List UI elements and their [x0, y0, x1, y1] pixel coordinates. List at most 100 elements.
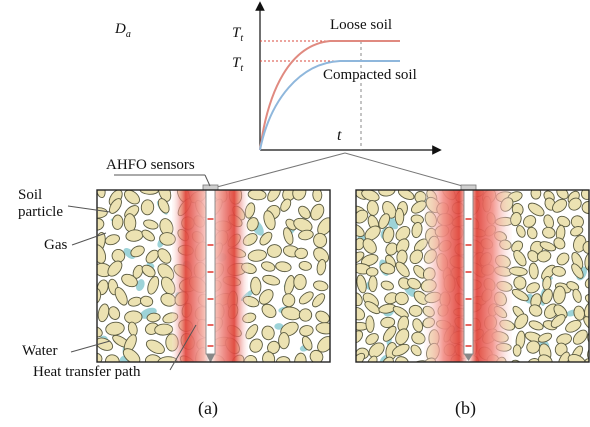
soil-particle	[310, 203, 325, 221]
soil-particle	[263, 210, 276, 231]
soil-particle	[298, 229, 314, 241]
soil-particle	[530, 190, 542, 200]
soil-particle	[366, 200, 379, 216]
soil-particle	[356, 352, 366, 362]
soil-particle	[553, 285, 566, 305]
connector-line-b	[344, 152, 467, 188]
panel-b-frame	[355, 189, 590, 363]
water-label: Water	[22, 343, 58, 359]
tick-label-upper: Tt	[232, 25, 244, 44]
soil-particle	[312, 293, 326, 308]
connector-line-a	[216, 152, 346, 188]
soil-particle	[122, 348, 141, 362]
soil-particle	[570, 215, 584, 229]
soil-particle	[261, 261, 276, 272]
soil-particle	[299, 325, 314, 337]
soil-particle	[293, 273, 307, 291]
soil-particle	[572, 329, 588, 345]
soil-particle	[528, 304, 543, 317]
soil-particle	[380, 316, 396, 328]
soil-particle	[542, 226, 556, 239]
soil-particle	[108, 306, 121, 320]
panel-b-compacted-soil	[355, 184, 590, 363]
soil-particle	[512, 344, 522, 357]
soil-particle	[144, 354, 162, 362]
soil-particle	[298, 205, 311, 220]
soil-particle	[385, 242, 398, 256]
soil-particle	[313, 280, 329, 292]
soil-particle	[313, 232, 328, 248]
panel-a-loose-soil	[96, 184, 331, 363]
leader-water	[70, 340, 111, 353]
soil-particle	[124, 310, 143, 324]
soil-particle	[140, 199, 155, 216]
soil-particle	[249, 338, 263, 353]
soil-particle	[526, 282, 540, 294]
panel-b-sensor-cap	[460, 184, 477, 191]
soil-particle	[261, 303, 277, 319]
soil-particle	[356, 274, 367, 294]
soil-particle	[565, 319, 582, 333]
soil-particle	[141, 229, 155, 242]
leader-heat-path	[169, 324, 197, 371]
soil-particle	[143, 219, 159, 230]
soil-particle	[364, 301, 381, 315]
loose-soil-label: Loose soil	[330, 17, 393, 33]
soil-particle	[395, 328, 410, 345]
soil-particle	[298, 291, 314, 305]
soil-particle	[409, 249, 424, 265]
soil-particle	[114, 287, 128, 306]
soil-particle	[511, 288, 529, 302]
soil-particle	[293, 217, 313, 233]
soil-particle	[536, 250, 552, 263]
soil-particle	[365, 315, 375, 333]
soil-particle	[552, 198, 568, 213]
soil-particle	[541, 264, 556, 281]
soil-particle	[97, 326, 103, 338]
soil-particle	[539, 241, 557, 252]
leader-gas	[71, 232, 107, 246]
response-graph	[255, 1, 442, 155]
soil-particle	[379, 262, 396, 275]
water-film	[135, 279, 145, 292]
soil-particle	[380, 280, 394, 291]
soil-particle	[283, 227, 294, 245]
soil-particle	[572, 288, 582, 303]
compacted-soil-curve	[259, 60, 400, 151]
soil-particle	[528, 320, 544, 331]
soil-particle	[258, 289, 274, 305]
soil-particle	[247, 249, 267, 262]
tick-label-lower: Tt	[232, 55, 244, 74]
soil-particle	[141, 264, 156, 278]
soil-particle	[121, 273, 138, 288]
soil-particle	[316, 259, 327, 276]
soil-particle	[259, 231, 273, 246]
soil-particle	[550, 314, 566, 328]
soil-particle	[365, 267, 379, 277]
loose-soil-curve	[259, 40, 400, 151]
soil-particle	[262, 274, 281, 286]
caption-a: (a)	[198, 398, 218, 418]
panel-a-sensor-cap	[202, 184, 219, 191]
leader-soil-particle	[67, 205, 111, 213]
soil-particle	[356, 330, 364, 344]
soil-particle	[368, 342, 385, 358]
soil-particle	[139, 295, 154, 307]
soil-particle	[97, 303, 110, 323]
soil-particle	[551, 266, 566, 277]
soil-particle	[261, 325, 275, 341]
heat-transfer-path-label: Heat transfer path	[33, 364, 141, 380]
soil-particle	[513, 276, 527, 290]
soil-particle	[516, 225, 526, 238]
soil-particle	[411, 221, 423, 239]
soil-particle	[145, 339, 165, 355]
soil-particle	[407, 277, 422, 290]
soil-particle	[313, 247, 329, 264]
soil-particle	[97, 288, 102, 304]
leader-sensor-drop	[204, 174, 211, 187]
gas-label: Gas	[44, 237, 68, 253]
soil-particle-label: Soil particle	[18, 187, 63, 220]
soil-particle	[157, 198, 170, 214]
soil-particle	[250, 276, 262, 296]
soil-particle	[382, 226, 395, 244]
